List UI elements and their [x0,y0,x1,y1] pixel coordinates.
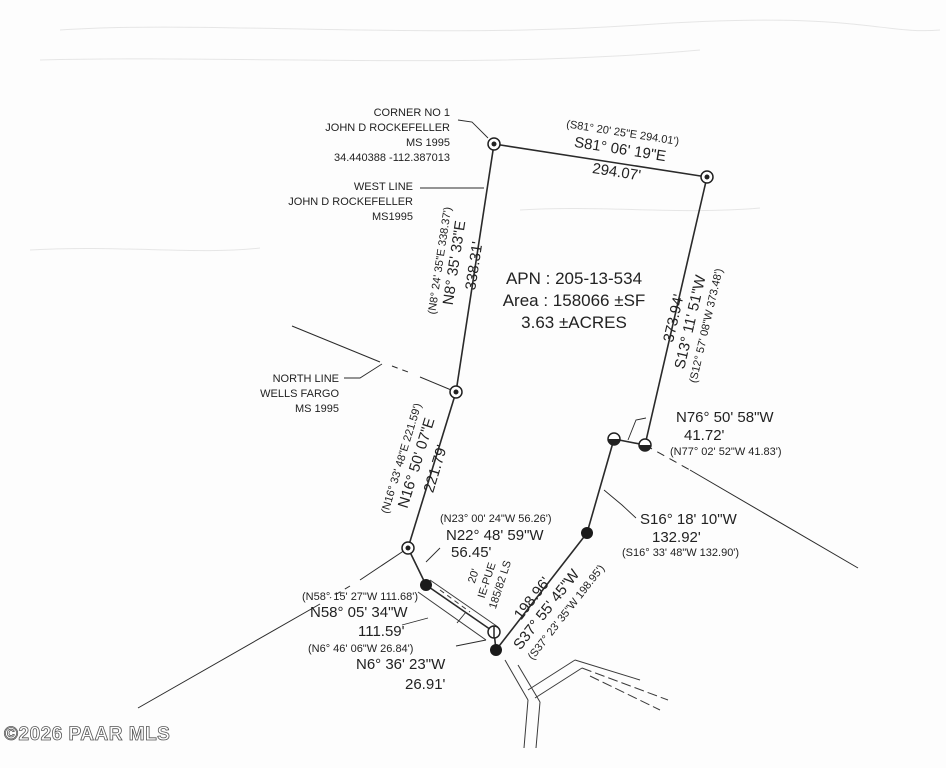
corner-line1: CORNER NO 1 [374,107,450,119]
west-line1: WEST LINE [354,181,413,193]
corner-no-1-label: CORNER NO 1 JOHN D ROCKEFELLER MS 1995 3… [325,107,450,164]
n58-record: (N58° 15' 27"W 111.68') [302,591,418,603]
n22-bearing: N22° 48' 59"W [446,527,544,544]
monuments [401,137,714,656]
left-upper-distance: 338.31' [462,240,486,291]
easement-width: 20' [466,567,482,584]
s16-bearing-label: S16° 18' 10"W 132.92' (S16° 33' 48"W 132… [622,511,739,559]
west-line3: MS1995 [372,211,413,223]
n58-monument [487,625,501,639]
n76-distance: 41.72' [684,427,725,444]
parcel-area: Area : 158066 ±SF [503,291,646,310]
north-line-wells-fargo [291,325,381,363]
north-line1: NORTH LINE [273,373,339,385]
n22-record: (N23° 00' 24"W 56.26') [440,513,552,525]
west-line-monument [449,385,463,399]
s16-distance: 132.92' [652,529,701,546]
north-line3: MS 1995 [295,403,339,415]
mls-watermark: ©2026 PAAR MLS [4,724,170,745]
easement-lines [417,579,669,749]
n22-bearing-label: (N23° 00' 24"W 56.26') N22° 48' 59"W 56.… [440,513,552,561]
boundary-left-upper [455,143,495,393]
west-line-label: WEST LINE JOHN D ROCKEFELLER MS1995 [288,181,413,223]
boundary-n22 [407,547,427,586]
south-pin [490,644,502,656]
top-distance: 294.07' [591,160,642,184]
n58-bearing: N58° 05' 34"W [310,604,408,621]
n58-distance: 111.59' [358,623,405,640]
parcel-apn: APN : 205-13-534 [506,269,642,288]
leader-lines [344,119,647,647]
corner-coords: 34.440388 -112.387013 [334,152,450,164]
parcel-acres: 3.63 ±ACRES [521,313,627,332]
boundary-s37 [495,532,588,651]
boundary-top [493,143,708,178]
boundary-s16 [586,438,615,534]
top-bearing-label: (S81° 20' 25"E 294.01') S81° 06' 19"E 29… [565,118,680,184]
boundary-n58 [425,584,495,633]
northeast-monument [700,170,714,184]
n6-record: (N6° 46' 06"W 26.84') [308,643,413,655]
n22-distance: 56.45' [451,544,492,561]
north-line-label: NORTH LINE WELLS FARGO MS 1995 [260,373,339,415]
east-monument-1 [607,432,621,446]
corner-no-1-monument [487,137,501,151]
parcel-info: APN : 205-13-534 Area : 158066 ±SF 3.63 … [503,269,646,332]
s37-bearing-label: 198.96' S37° 55' 45"W (S37° 23' 35"W 198… [510,563,607,663]
n76-bearing: N76° 50' 58"W [676,409,774,426]
n76-record: (N77° 02' 52"W 41.83') [670,446,782,458]
west-line2: JOHN D ROCKEFELLER [288,196,413,208]
boundary-left-lower [407,391,457,549]
n6-distance: 26.91' [405,676,446,693]
north-line2: WELLS FARGO [260,388,339,400]
east-monument-2 [638,438,652,452]
corner-line2: JOHN D ROCKEFELLER [325,122,450,134]
s16-record: (S16° 33' 48"W 132.90') [622,547,739,559]
southwest-monument [401,541,415,555]
s16-pin [581,527,593,539]
boundary-right [644,176,708,446]
n58-bearing-label: (N58° 15' 27"W 111.68') N58° 05' 34"W 11… [302,591,418,640]
n22-pin [420,579,432,591]
n6-bearing-label: (N6° 46' 06"W 26.84') N6° 36' 23"W 26.91… [308,643,446,693]
n6-bearing: N6° 36' 23"W [356,656,446,673]
n76-bearing-label: N76° 50' 58"W 41.72' (N77° 02' 52"W 41.8… [670,409,782,458]
scan-artifacts [29,19,941,252]
corner-line3: MS 1995 [406,137,450,149]
s16-bearing: S16° 18' 10"W [640,511,738,528]
